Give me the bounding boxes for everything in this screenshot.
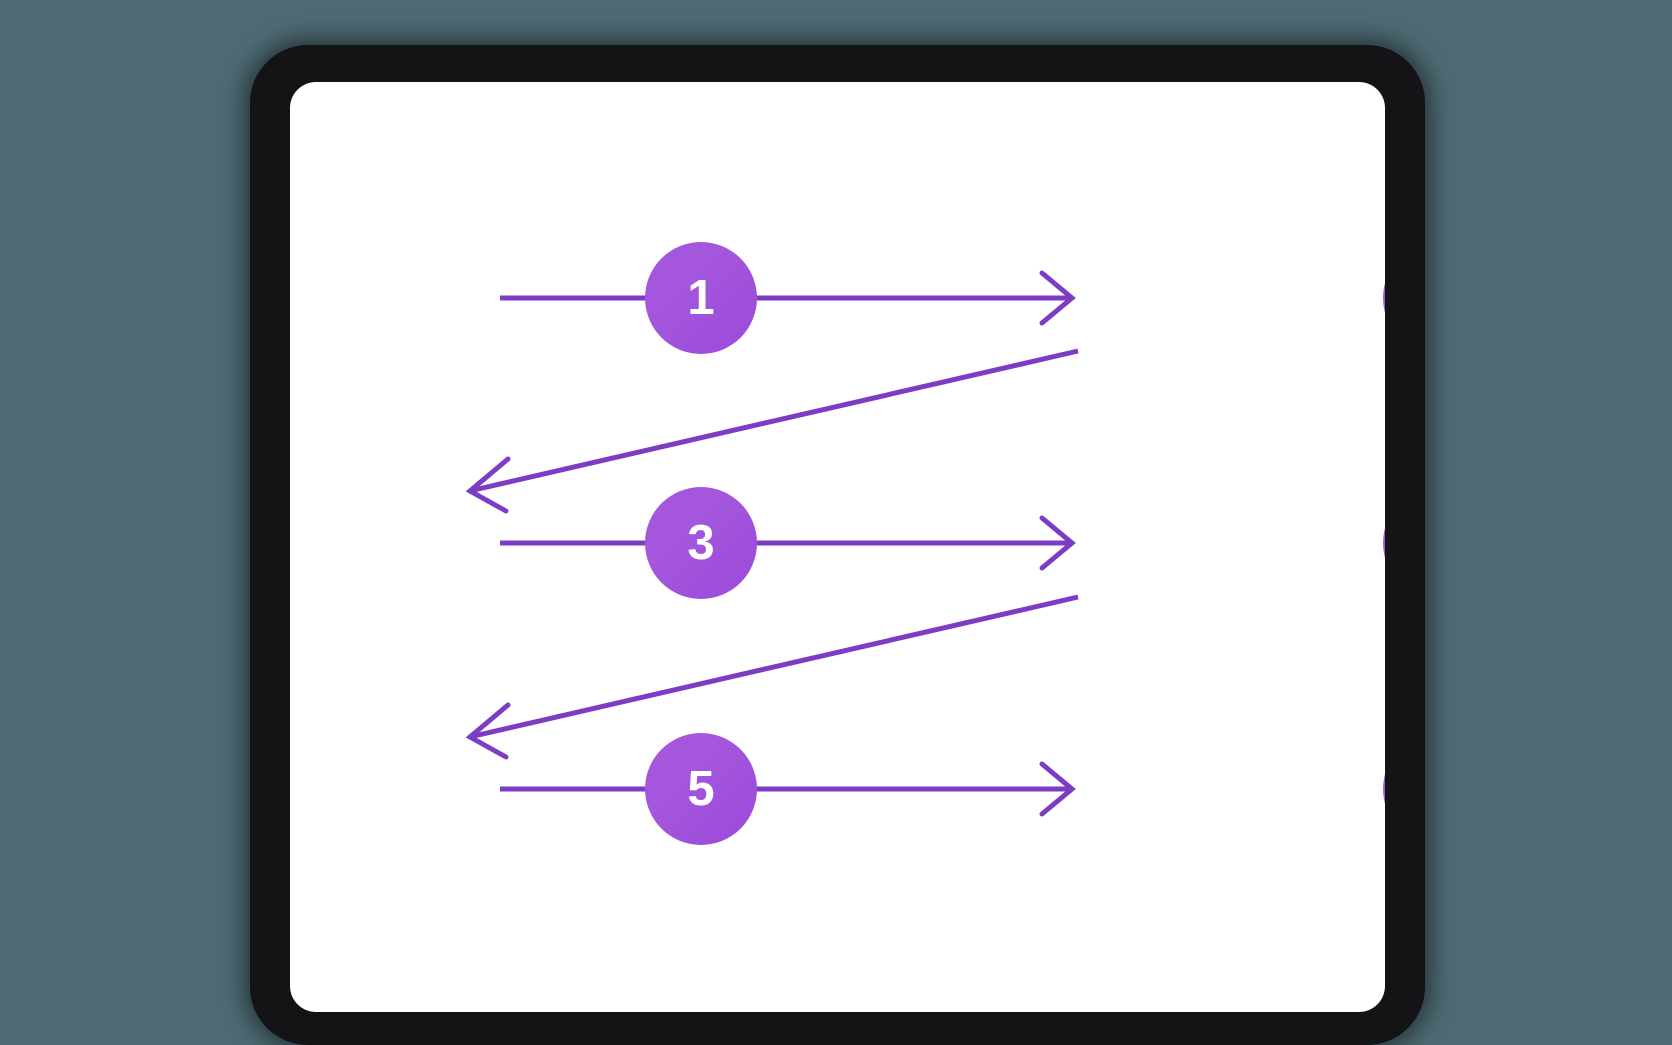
graph-node-4[interactable]: 4 <box>1383 487 1385 599</box>
graph-node-1[interactable]: 1 <box>645 242 757 354</box>
device-screen: 1 2 3 4 5 6 <box>290 82 1385 1012</box>
graph-node-5-label: 5 <box>687 761 715 816</box>
edge-n5-to-n6 <box>500 761 1076 817</box>
edge-n1-to-n2 <box>500 270 1076 326</box>
arrowhead-n2-n3 <box>465 456 511 514</box>
graph-node-3[interactable]: 3 <box>645 487 757 599</box>
screenshot-stage: 1 2 3 4 5 6 <box>250 45 1425 1045</box>
arrowhead-n5-n6 <box>1039 761 1076 817</box>
graph-node-3-label: 3 <box>687 515 715 570</box>
edge-n4-to-n5 <box>465 594 1079 760</box>
arrowhead-n4-n5 <box>465 702 511 760</box>
edge-line-n4-n5 <box>473 594 1079 739</box>
graph-node-1-label: 1 <box>687 270 715 325</box>
diagram-canvas: 1 2 3 4 5 6 <box>290 82 1385 1012</box>
graph-node-2[interactable]: 2 <box>1383 242 1385 354</box>
edge-n2-to-n3 <box>465 348 1079 514</box>
diagram-edge-layer <box>465 270 1079 817</box>
graph-node-6[interactable]: 6 <box>1383 733 1385 845</box>
edge-line-n2-n3 <box>473 348 1079 493</box>
arrowhead-n1-n2 <box>1039 270 1076 326</box>
graph-node-5[interactable]: 5 <box>645 733 757 845</box>
arrowhead-n3-n4 <box>1039 515 1076 571</box>
edge-n3-to-n4 <box>500 515 1076 571</box>
